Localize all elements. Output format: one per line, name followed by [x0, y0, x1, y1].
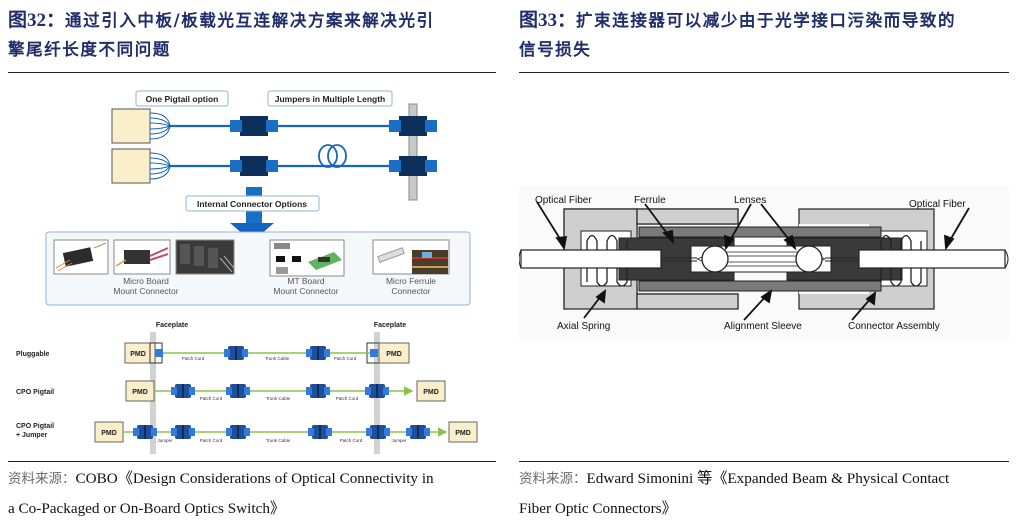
figure-32: 图32：通过引入中板/板载光互连解决方案来解决光引 擎尾纤长度不同问题 One … [8, 0, 496, 525]
faceplate-label-left: Faceplate [156, 322, 188, 329]
svg-text:PMD: PMD [423, 389, 439, 396]
pmd-box [378, 342, 410, 364]
svg-text:Trunk Cable: Trunk Cable [265, 356, 290, 361]
fiber-coil-icon [318, 144, 347, 168]
label-axial-spring: Axial Spring [557, 321, 610, 332]
svg-text:One Pigtail option: One Pigtail option [146, 94, 219, 104]
alignment-sleeve [638, 226, 882, 238]
mated-connector-icon [230, 116, 278, 136]
figure-33-title-line1: 扩束连接器可以减少由于光学接口污染而导致的 [576, 11, 957, 30]
faceplate-connector-icon [389, 156, 437, 176]
pmd-box [416, 380, 446, 402]
mated-connector-icon [230, 156, 278, 176]
expanded-beam-connector-diagram: Optical Fiber Ferrule Lenses Optical Fib… [519, 186, 1009, 341]
figure-32-title: 图32：通过引入中板/板载光互连解决方案来解决光引 擎尾纤长度不同问题 [8, 6, 496, 64]
svg-text:PMD: PMD [386, 351, 402, 358]
source-text-line1: Edward Simonini 等《Expanded Beam & Physic… [586, 470, 950, 487]
row-cpo-pigtail: CPO Pigtail PMD PMD Patch Cord Trunk Cab… [16, 380, 446, 402]
source-text-line2: a Co-Packaged or On-Board Optics Switch》 [8, 500, 286, 517]
top-divider [519, 72, 1009, 73]
svg-text:PMD: PMD [455, 430, 471, 437]
bottom-divider [8, 461, 496, 462]
figure-32-number: 图32： [8, 10, 66, 31]
svg-text:PMD: PMD [130, 351, 146, 358]
bottom-divider [519, 461, 1009, 462]
label-optical-fiber-right: Optical Fiber [909, 199, 966, 210]
figure-33-source: 资料来源：Edward Simonini 等《Expanded Beam & P… [519, 464, 1009, 524]
svg-text:Trunk Cable: Trunk Cable [266, 396, 291, 401]
svg-text:Jumper: Jumper [391, 438, 407, 443]
faceplate-label-right: Faceplate [374, 322, 406, 329]
module-box-bottom [111, 148, 151, 184]
label-lenses: Lenses [734, 195, 766, 206]
figure-32-source: 资料来源：COBO《Design Considerations of Optic… [8, 464, 496, 524]
micro-board-thumbnails [53, 239, 235, 275]
mt-board-label-1: MT Board [287, 276, 324, 286]
row-cpo-pigtail-jumper: CPO Pigtail + Jumper PMD PMD Jumper Patc… [16, 421, 478, 443]
figure-33-number: 图33： [519, 10, 577, 31]
faceplate-connector-icon [389, 116, 437, 136]
lens-right [795, 245, 823, 273]
svg-text:Trunk Cable: Trunk Cable [266, 438, 291, 443]
callout-internal-connector: Internal Connector Options [185, 195, 320, 212]
leader-arrows [536, 201, 970, 321]
callout-jumpers: Jumpers in Multiple Length [267, 90, 393, 107]
faceplate-configurations-diagram: Faceplate Faceplate Pluggable PMD PMD Pa… [16, 322, 478, 454]
pigtail-jumper-diagram: One Pigtail option Jumpers in Multiple L… [45, 90, 471, 306]
micro-ferrule-thumbnail [372, 239, 450, 275]
label-connector-assembly: Connector Assembly [848, 321, 940, 332]
micro-board-label-1: Micro Board [123, 276, 169, 286]
micro-ferrule-label-1: Micro Ferrule [386, 276, 436, 286]
label-optical-fiber-left: Optical Fiber [535, 195, 592, 206]
lens-left [701, 245, 729, 273]
svg-text:PMD: PMD [132, 389, 148, 396]
figure-33-title: 图33：扩束连接器可以减少由于光学接口污染而导致的 信号损失 [519, 6, 1009, 64]
svg-text:Patch Cord: Patch Cord [336, 396, 359, 401]
mt-board-thumbnail [269, 239, 345, 277]
svg-text:CPO Pigtail: CPO Pigtail [16, 423, 54, 430]
svg-text:PMD: PMD [101, 430, 117, 437]
row-pluggable: Pluggable PMD PMD Patch Cord Trunk Cable… [16, 342, 410, 364]
figure-32-title-line1: 通过引入中板/板载光互连解决方案来解决光引 [65, 11, 435, 30]
source-text-line1: COBO《Design Considerations of Optical Co… [75, 470, 434, 487]
faceplate-bar [408, 103, 418, 201]
source-text-line2: Fiber Optic Connectors》 [519, 500, 677, 517]
fiber-fanout-icon [149, 112, 171, 180]
svg-text:Patch Cord: Patch Cord [200, 438, 223, 443]
micro-ferrule-label-2: Connector [391, 286, 430, 296]
figure-33: 图33：扩束连接器可以减少由于光学接口污染而导致的 信号损失 [519, 0, 1009, 525]
svg-text:Internal Connector Options: Internal Connector Options [197, 199, 307, 209]
svg-text:+ Jumper: + Jumper [16, 432, 48, 439]
svg-text:Patch Cord: Patch Cord [340, 438, 363, 443]
callout-one-pigtail: One Pigtail option [135, 90, 229, 107]
source-label: 资料来源： [8, 471, 76, 487]
label-alignment-sleeve: Alignment Sleeve [724, 321, 802, 332]
svg-text:Jumper: Jumper [157, 438, 173, 443]
label-ferrule: Ferrule [634, 195, 666, 206]
svg-text:Patch Cord: Patch Cord [182, 356, 205, 361]
svg-text:Patch Cord: Patch Cord [334, 356, 357, 361]
micro-board-label-2: Mount Connector [113, 286, 178, 296]
figure-32-title-line2: 擎尾纤长度不同问题 [8, 40, 171, 59]
pmd-box [448, 421, 478, 443]
svg-text:Jumpers in Multiple Length: Jumpers in Multiple Length [275, 94, 386, 104]
svg-text:CPO Pigtail: CPO Pigtail [16, 389, 54, 396]
top-divider [8, 72, 496, 73]
svg-text:Patch Cord: Patch Cord [200, 396, 223, 401]
svg-text:Pluggable: Pluggable [16, 351, 50, 358]
mt-board-label-2: Mount Connector [273, 286, 338, 296]
optical-fiber [519, 249, 1009, 269]
figure-33-title-line2: 信号损失 [519, 40, 592, 59]
source-label: 资料来源： [519, 471, 587, 487]
module-box-top [111, 108, 151, 144]
